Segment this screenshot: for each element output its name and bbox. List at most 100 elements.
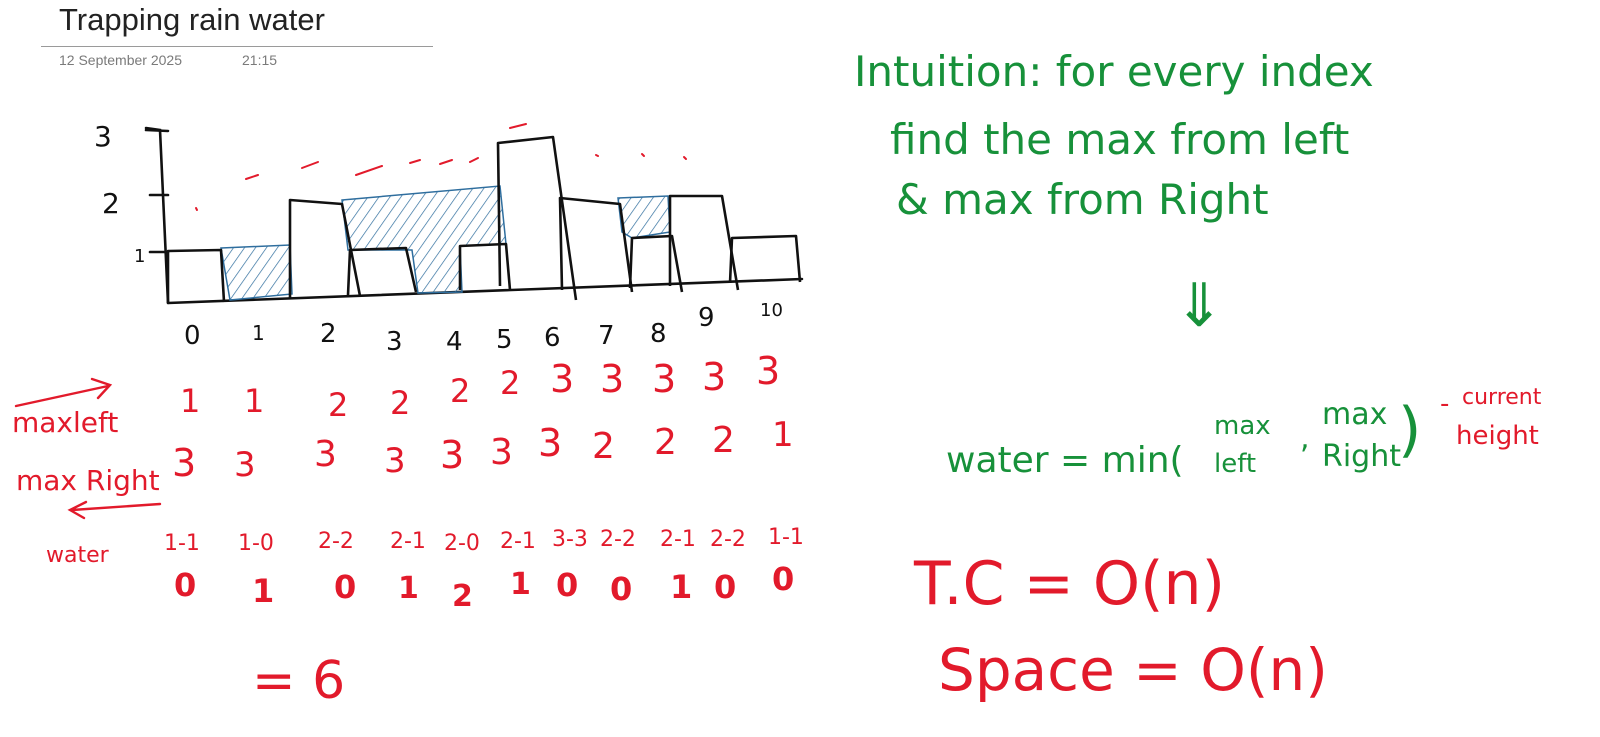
max-right-value: 3 (490, 432, 513, 473)
bar-8 (628, 234, 684, 293)
bar-3 (346, 246, 418, 296)
max-level-dashes (195, 123, 687, 211)
arrow-left-icon (67, 500, 162, 520)
water-value: 2 (452, 579, 473, 614)
bars (166, 135, 802, 303)
x-label: 10 (760, 300, 783, 321)
max-right-value: 3 (172, 441, 196, 485)
formula-close-paren: ) (1398, 395, 1421, 465)
space-complexity: Space = O(n) (938, 636, 1328, 704)
water-area-1 (220, 244, 293, 301)
water-area-8 (617, 195, 671, 239)
max-left-value: 3 (550, 357, 574, 401)
water-value: 0 (174, 566, 196, 604)
intuition-line-2: find the max from left (890, 115, 1349, 164)
water-expression: 1-1 (164, 531, 200, 556)
max-left-value: 3 (756, 349, 780, 393)
x-label: 5 (496, 325, 513, 355)
water-value: 0 (714, 568, 736, 606)
formula-minus: - (1440, 389, 1449, 419)
x-label: 6 (544, 323, 561, 353)
formula-comma: , (1300, 421, 1310, 456)
max-left-value: 1 (244, 382, 264, 420)
water-value: 1 (252, 572, 274, 610)
formula-current-bottom: height (1456, 421, 1539, 451)
x-label: 3 (386, 327, 403, 357)
water-expression: 2-1 (660, 527, 696, 552)
formula-max-right-top: max (1322, 397, 1387, 432)
water-expression: 2-1 (500, 529, 536, 554)
water-value: 0 (334, 568, 356, 606)
water-expression: 1-1 (768, 525, 804, 550)
page-time: 21:15 (242, 52, 278, 68)
water-expression: 2-0 (444, 531, 480, 556)
max-left-value: 2 (500, 364, 520, 402)
max-right-value: 1 (772, 415, 794, 455)
bar-9 (668, 194, 740, 291)
bar-7 (558, 196, 634, 293)
max-right-value: 3 (384, 441, 406, 481)
x-label: 0 (184, 321, 201, 351)
x-label: 2 (320, 319, 337, 349)
intuition-line-3: & max from Right (896, 175, 1269, 224)
water-value: 1 (670, 568, 692, 606)
y-tick-label: 3 (94, 120, 112, 153)
bar-5 (458, 242, 512, 291)
title-divider (41, 46, 433, 47)
water-value: 1 (510, 567, 531, 602)
water-value: 0 (772, 560, 794, 598)
water-expression: 3-3 (552, 527, 588, 552)
max-left-value: 3 (702, 355, 726, 399)
max-left-value: 2 (390, 384, 410, 422)
max-left-value: 1 (180, 382, 200, 420)
formula-current-top: current (1462, 385, 1542, 410)
x-label: 4 (446, 327, 463, 357)
max-left-value: 2 (328, 386, 348, 424)
formula-max-left-top: max (1214, 411, 1271, 441)
x-axis (166, 277, 804, 305)
max-right-value: 3 (314, 434, 337, 475)
water-value: 0 (610, 570, 632, 608)
y-tick-label: 2 (102, 187, 120, 220)
water-expression: 2-1 (390, 529, 426, 554)
y-tick-label: 1 (134, 246, 145, 267)
max-left-value: 3 (652, 357, 676, 401)
page-date: 12 September 2025 (59, 52, 182, 68)
water-label: water (46, 543, 110, 568)
formula-max-left-bottom: left (1214, 449, 1256, 479)
max-left-value: 2 (450, 372, 470, 410)
bar-6 (496, 135, 578, 301)
max-left-label: maxleft (12, 406, 118, 439)
max-left-value: 3 (600, 357, 624, 401)
water-expression: 2-2 (710, 527, 746, 552)
water-area-3-5 (341, 185, 507, 294)
max-right-label: max Right (16, 464, 160, 497)
x-label: 8 (650, 319, 667, 349)
max-right-value: 2 (712, 420, 735, 461)
formula-prefix: water = min( (946, 440, 1184, 481)
max-right-value: 3 (440, 433, 464, 477)
water-expression: 2-2 (318, 529, 354, 554)
max-right-value: 3 (234, 445, 256, 485)
total-water: = 6 (252, 651, 345, 711)
max-right-value: 2 (592, 426, 615, 467)
water-value: 1 (398, 571, 419, 606)
down-arrow-icon: ⇓ (1174, 271, 1224, 341)
x-label: 9 (698, 303, 715, 333)
water-value: 0 (556, 566, 578, 604)
arrow-right-icon (14, 377, 113, 408)
max-right-value: 3 (538, 421, 562, 465)
bar-10 (728, 234, 802, 284)
water-expression: 2-2 (600, 527, 636, 552)
diagram (144, 126, 804, 305)
intuition-line-1: Intuition: for every index (854, 47, 1374, 96)
formula-max-right-bottom: Right (1322, 439, 1401, 474)
water-areas (220, 185, 671, 301)
water-expression: 1-0 (238, 531, 274, 556)
time-complexity: T.C = O(n) (913, 549, 1225, 619)
x-label: 7 (598, 321, 615, 351)
x-label: 1 (252, 321, 265, 345)
bar-0 (166, 248, 226, 303)
y-axis (144, 126, 170, 305)
